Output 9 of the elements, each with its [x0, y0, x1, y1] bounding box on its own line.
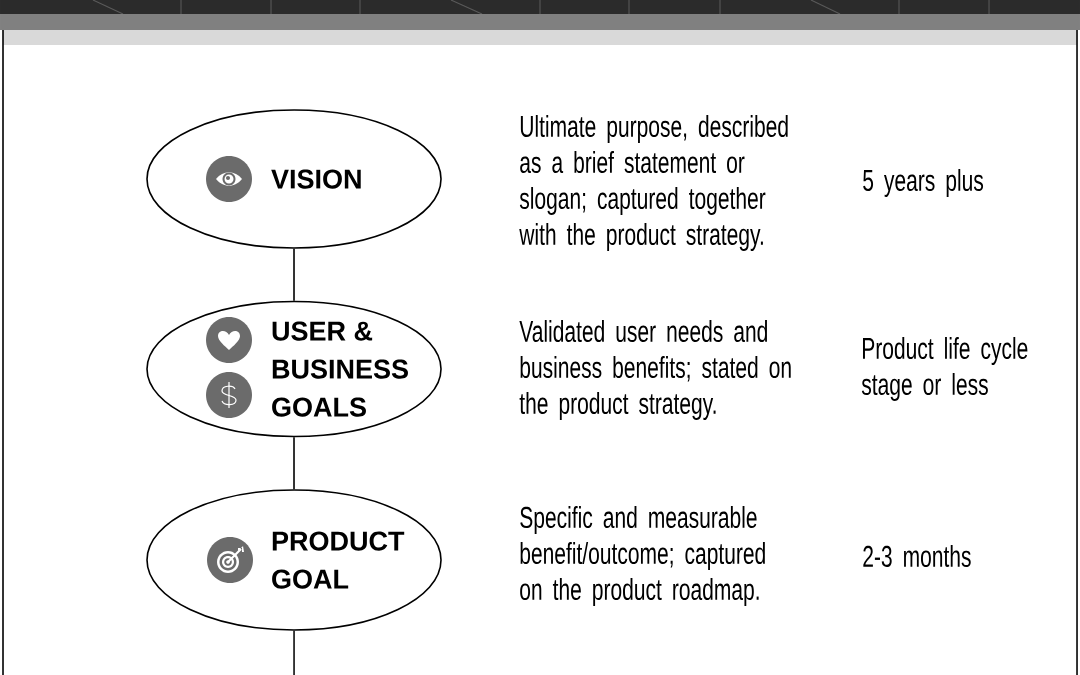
duration-text: Product life cycle stage or less: [861, 337, 1028, 401]
description-text: Ultimate purpose, described as a brief statement or slogan; captured together with the product strategy.: [519, 115, 788, 251]
description-text: Specific and measurable benefit/outcome; captured on the product roadmap.: [520, 506, 765, 606]
description-text: Validated user needs and business benefits; stated on the product strategy.: [519, 320, 791, 420]
connector-line: [293, 630, 295, 675]
duration-text: 5 years plus: [863, 169, 984, 197]
connector-line: [293, 436, 295, 490]
duration-text: 2-3 months: [863, 545, 971, 567]
connector-line: [293, 248, 295, 302]
